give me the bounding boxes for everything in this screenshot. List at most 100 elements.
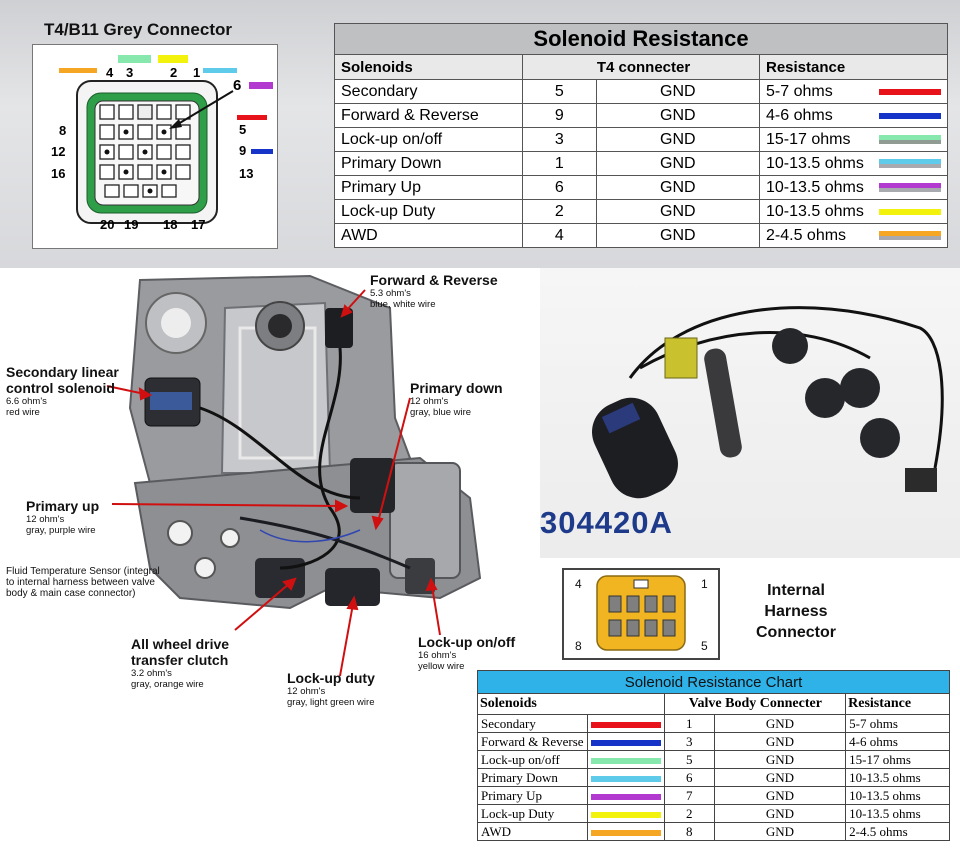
wire-color-swatch <box>590 811 661 818</box>
resistance-value: 2-4.5 ohms <box>845 822 950 841</box>
column-header: Resistance <box>759 54 948 80</box>
wire-color-swatch <box>590 775 661 782</box>
wire-color-lightblue <box>203 68 237 73</box>
valve-body-illustration <box>106 274 482 677</box>
wire-color-swatch <box>590 757 661 764</box>
column-header: Solenoids <box>334 54 523 80</box>
wire-color-green <box>118 55 151 63</box>
label-lockup-onoff: Lock-up on/off 16 ohm's yellow wire <box>418 634 516 672</box>
pin-label-13: 13 <box>239 166 253 181</box>
wire-color-swatch <box>879 182 941 192</box>
valve-body-photo: Forward & Reverse 5.3 ohm's blue, white … <box>0 268 540 844</box>
internal-connector-drawing: 4 1 8 5 <box>575 575 708 653</box>
solenoid-name: Secondary <box>477 714 588 733</box>
pin-label-6: 6 <box>233 77 241 94</box>
wire-color-swatch <box>879 112 941 119</box>
ground: GND <box>595 79 761 104</box>
solenoid-name: Primary Down <box>334 151 523 176</box>
chart-caption: Solenoid Resistance Chart <box>477 670 950 694</box>
wire-color-swatch <box>879 230 941 240</box>
pin-label-12: 12 <box>51 144 65 159</box>
ground: GND <box>713 768 847 787</box>
solenoid-name: Lock-up Duty <box>477 804 588 823</box>
column-header: T4 connecter <box>522 54 760 80</box>
label-awd: All wheel drive transfer clutch 3.2 ohm'… <box>131 636 230 690</box>
resistance-value: 10-13.5 ohms <box>845 786 950 805</box>
wire-color-cell <box>586 786 665 805</box>
resistance-cell: 2-4.5 ohms <box>759 223 948 248</box>
wire-color-swatch <box>879 208 941 215</box>
int-pin-1: 1 <box>701 577 708 591</box>
pin-label-4: 4 <box>106 65 114 80</box>
label-primary-up: Primary up 12 ohm's gray, purple wire <box>26 498 100 536</box>
wire-color-swatch <box>590 829 661 836</box>
harness-spool-solenoid <box>704 348 742 458</box>
connector-pin: 7 <box>663 786 715 805</box>
harness-yellow-connector <box>664 337 698 379</box>
resistance-value: 4-6 ohms <box>845 732 950 751</box>
pin-label-5: 5 <box>239 122 246 137</box>
harness-illustration <box>592 306 944 499</box>
connector-drawing: 4 3 2 1 6 8 12 16 5 9 13 20 19 18 17 <box>51 55 273 232</box>
connector-pin: 9 <box>522 103 597 128</box>
int-pin-5: 5 <box>701 639 708 653</box>
solenoid-name: Primary Up <box>477 786 588 805</box>
connector-pin: 2 <box>522 199 597 224</box>
wire-color-cell <box>586 750 665 769</box>
pin-label-2: 2 <box>170 65 177 80</box>
connector-title: T4/B11 Grey Connector <box>44 20 233 39</box>
label-forward-reverse: Forward & Reverse 5.3 ohm's blue, white … <box>370 272 498 310</box>
part-number: 304420A <box>540 505 673 540</box>
pin-label-16: 16 <box>51 166 65 181</box>
connector-pin: 3 <box>663 732 715 751</box>
connector-pin: 4 <box>522 223 597 248</box>
label-lockup-duty: Lock-up duty 12 ohm's gray, light green … <box>287 670 375 708</box>
connector-pin: 2 <box>663 804 715 823</box>
label-fluid-temp: Fluid Temperature Sensor (integral to in… <box>6 566 160 599</box>
resistance-cell: 5-7 ohms <box>759 79 948 104</box>
resistance-value: 10-13.5 ohms <box>845 768 950 787</box>
connector-pin: 1 <box>522 151 597 176</box>
resistance-value: 10-13.5 ohms <box>766 202 864 220</box>
lockup-onoff-solenoid <box>405 558 435 594</box>
ground: GND <box>595 103 761 128</box>
ground: GND <box>713 732 847 751</box>
wire-color-swatch <box>879 134 941 144</box>
solenoid-name: Primary Down <box>477 768 588 787</box>
lockup-duty-solenoid <box>325 568 380 606</box>
connector-pin: 5 <box>522 79 597 104</box>
wire-color-purple <box>249 82 273 89</box>
int-pin-8: 8 <box>575 639 582 653</box>
resistance-value: 10-13.5 ohms <box>845 804 950 823</box>
ground: GND <box>713 750 847 769</box>
wire-color-cell <box>586 804 665 823</box>
solenoid-name: AWD <box>334 223 523 248</box>
resistance-value: 10-13.5 ohms <box>766 154 864 172</box>
internal-connector-panel: 4 1 8 5 <box>540 558 960 670</box>
solenoid-name: Lock-up Duty <box>334 199 523 224</box>
pin-label-8: 8 <box>59 123 66 138</box>
wire-color-cell <box>586 768 665 787</box>
wire-color-blue <box>251 149 273 154</box>
solenoid-name: Primary Up <box>334 175 523 200</box>
wire-color-yellow <box>158 55 188 63</box>
connector-pin: 6 <box>663 768 715 787</box>
label-secondary: Secondary linear control solenoid 6.6 oh… <box>6 364 119 418</box>
pin-label-9: 9 <box>239 143 246 158</box>
column-header: Solenoids <box>477 693 665 715</box>
column-header: Resistance <box>845 693 950 715</box>
wire-color-cell <box>586 714 665 733</box>
harness-photo <box>540 268 960 558</box>
wire-color-swatch <box>879 88 941 95</box>
connector-pin: 8 <box>663 822 715 841</box>
wire-color-cell <box>586 822 665 841</box>
